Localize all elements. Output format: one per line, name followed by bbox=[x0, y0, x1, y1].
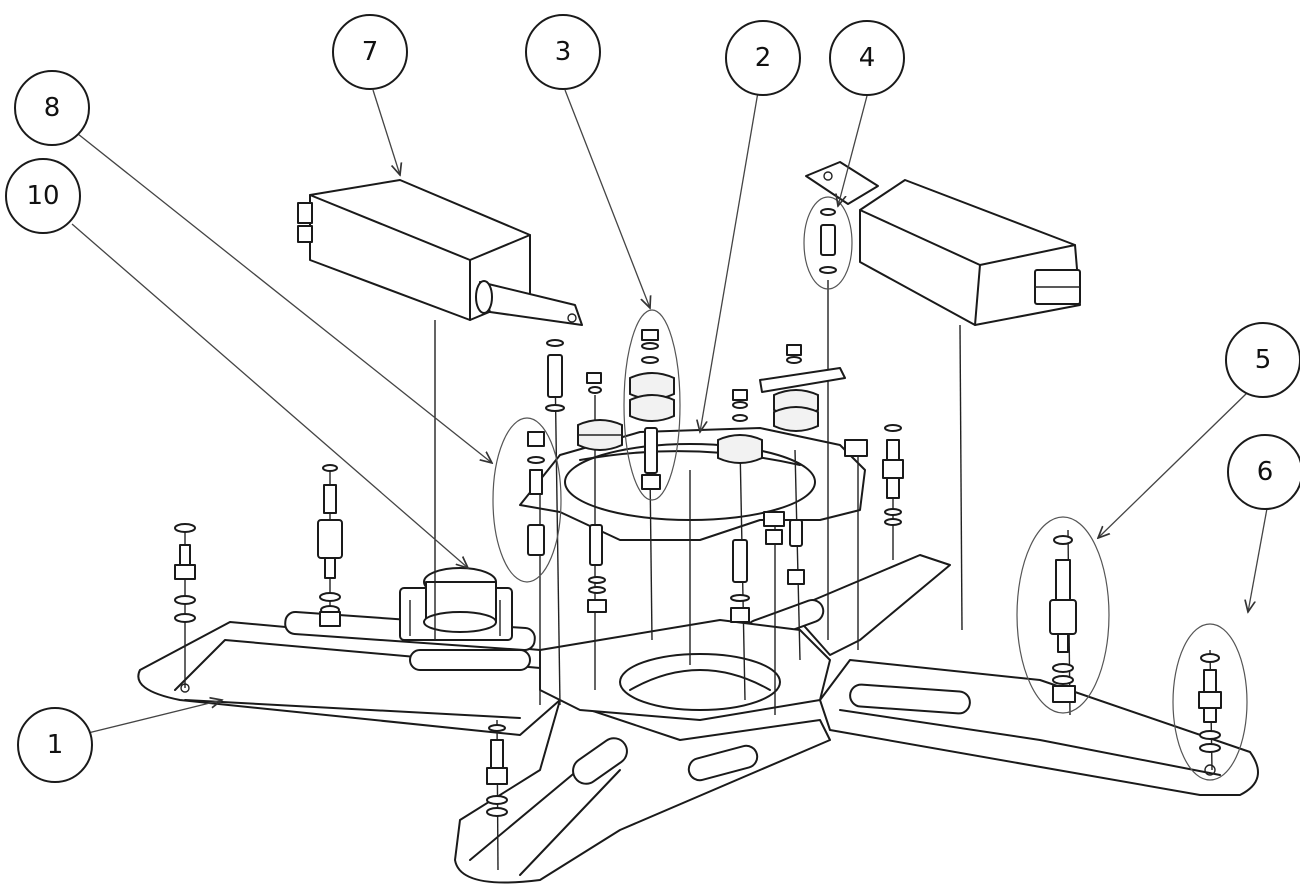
callout-label-8: 8 bbox=[44, 93, 61, 123]
callout-label-10: 10 bbox=[26, 181, 59, 211]
callout-5: 5 bbox=[1225, 322, 1300, 398]
group-6-ellipse bbox=[1172, 623, 1248, 781]
group-3-ellipse bbox=[623, 309, 681, 501]
actuator-left bbox=[297, 179, 583, 326]
callout-10: 10 bbox=[5, 158, 81, 234]
callout-label-2: 2 bbox=[755, 43, 772, 73]
callout-1: 1 bbox=[17, 707, 93, 783]
callout-6: 6 bbox=[1227, 434, 1300, 510]
callout-label-6: 6 bbox=[1257, 457, 1274, 487]
group-8-ellipse bbox=[492, 417, 562, 583]
ring-plate bbox=[519, 427, 866, 541]
callout-4: 4 bbox=[829, 20, 905, 96]
leader-4 bbox=[838, 91, 869, 206]
callout-label-1: 1 bbox=[47, 730, 64, 760]
group-ellipses bbox=[492, 196, 1248, 781]
callout-label-3: 3 bbox=[555, 37, 572, 67]
leader-8 bbox=[77, 133, 492, 463]
callout-7: 7 bbox=[332, 14, 408, 90]
callout-3: 3 bbox=[525, 14, 601, 90]
callout-label-5: 5 bbox=[1255, 345, 1272, 375]
base-cross-plate bbox=[137, 554, 1259, 884]
leader-3 bbox=[564, 89, 650, 308]
group-5-ellipse bbox=[1016, 516, 1110, 714]
callout-2: 2 bbox=[725, 20, 801, 96]
gear-housing bbox=[399, 567, 513, 641]
group-4-ellipse bbox=[803, 196, 853, 290]
leader-lines bbox=[71, 89, 1269, 734]
leader-6 bbox=[1248, 502, 1269, 612]
leader-7 bbox=[372, 89, 400, 175]
fasteners bbox=[174, 208, 1222, 817]
callout-label-7: 7 bbox=[362, 37, 379, 67]
actuator-right bbox=[805, 161, 1081, 326]
callout-label-4: 4 bbox=[859, 43, 876, 73]
leader-5 bbox=[1098, 391, 1249, 538]
leader-2 bbox=[700, 91, 759, 432]
leader-10 bbox=[71, 223, 468, 568]
leader-1 bbox=[87, 700, 222, 734]
callout-8: 8 bbox=[14, 70, 90, 146]
